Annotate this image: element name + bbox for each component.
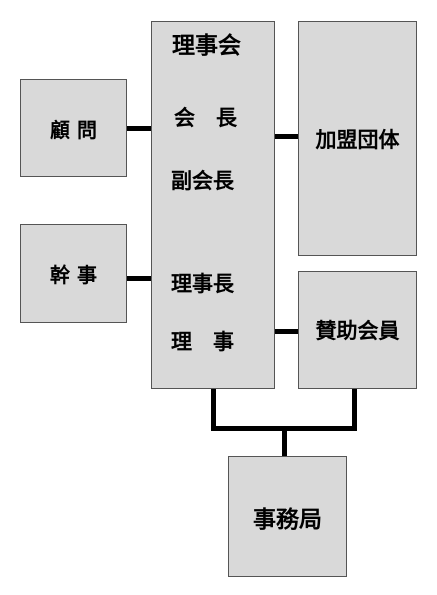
secretary-box: 幹 事 [20,224,127,323]
supporting-members-box: 賛助会員 [298,271,417,389]
board-vice-chairman-label: 副会長 [171,169,234,193]
advisor-label: 顧 問 [50,117,97,142]
secretariat-label: 事務局 [253,506,322,533]
secretary-label: 幹 事 [50,263,97,287]
board-title: 理事会 [172,33,241,59]
secretariat-box: 事務局 [228,456,347,577]
supporting-members-label: 賛助会員 [315,319,400,343]
connector-to-secretariat [282,429,287,456]
board-director-label: 理 事 [171,330,234,354]
advisor-box: 顧 問 [20,79,127,177]
connector-advisor-board [127,126,151,131]
member-organizations-box: 加盟団体 [298,21,417,256]
connector-secretary-board [127,276,151,281]
connector-board-supporting-members [275,329,298,334]
connector-supporting-down [352,389,357,428]
board-director-chief-label: 理事長 [171,272,234,296]
connector-horizontal-bar [211,426,357,431]
connector-board-down [211,389,216,428]
connector-board-member-organizations [275,134,298,139]
board-box: 理事会 会 長 副会長 理事長 理 事 [151,21,275,389]
member-organizations-label: 加盟団体 [315,127,400,152]
board-chairman-label: 会 長 [174,106,237,130]
